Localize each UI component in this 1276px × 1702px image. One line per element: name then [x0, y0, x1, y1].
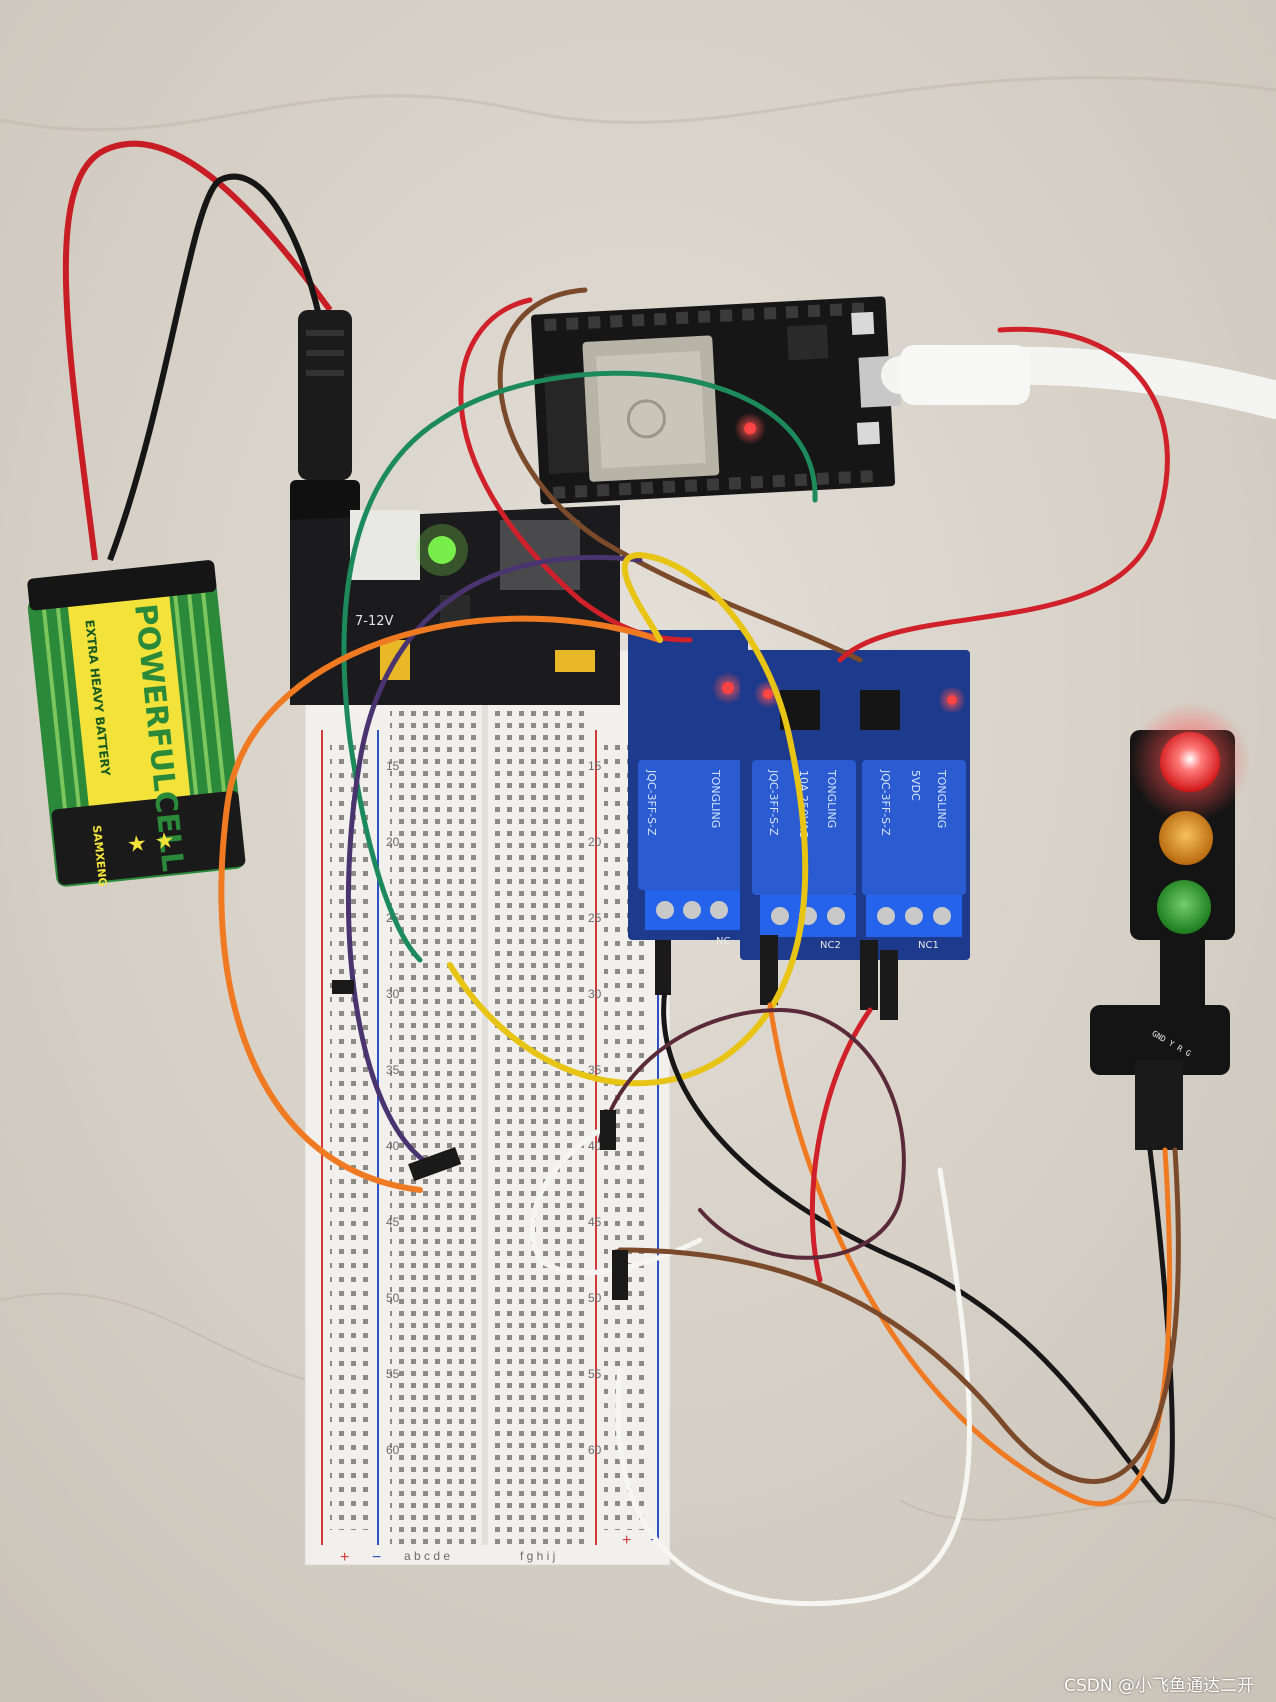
relay-1-brand: TONGLING — [709, 769, 722, 828]
rail-plus-left: + — [340, 1549, 349, 1566]
header-pin — [750, 475, 764, 489]
header-pin — [741, 308, 755, 321]
row-number: 30 — [386, 987, 400, 1001]
header-pin — [596, 483, 610, 497]
row-number: 20 — [588, 835, 602, 849]
row-number: 40 — [588, 1139, 602, 1153]
power-supply-module: 7-12V — [290, 505, 620, 705]
header-pin — [675, 311, 689, 325]
relay-1-nc-label: NC — [716, 936, 730, 947]
relay-3-voltage: 5VDC — [909, 770, 922, 801]
traffic-light-module: GND Y R G — [1090, 702, 1250, 1150]
en-button[interactable] — [856, 421, 881, 445]
row-number: 50 — [386, 1291, 400, 1305]
boot-button[interactable] — [851, 311, 875, 336]
row-number: 15 — [386, 759, 400, 773]
row-number: 25 — [588, 911, 602, 925]
header-pin — [544, 318, 557, 332]
battery-black-wire — [107, 173, 323, 562]
header-pin — [697, 310, 711, 324]
relay-1-model: JQC-3FF-S-Z — [645, 769, 658, 836]
header-pin — [816, 472, 830, 486]
relay-module-dual: TONGLING 10A 250VAC JQC-3FF-S-Z TONGLING… — [740, 650, 970, 960]
header-pin — [684, 479, 698, 492]
rail-minus-left: − — [372, 1549, 381, 1566]
header-pin — [653, 312, 667, 326]
header-pin — [719, 309, 733, 322]
row-numbers-right: 15 20 25 30 35 40 45 50 55 60 — [588, 759, 602, 1457]
relay-2-brand: TONGLING — [825, 769, 838, 828]
green-light-icon — [1157, 880, 1211, 934]
row-number: 20 — [386, 835, 400, 849]
battery-9v: POWERFULCELL EXTRA HEAVY BATTERY SAMXENG… — [27, 560, 246, 888]
row-number: 55 — [588, 1367, 602, 1381]
header-pin — [794, 473, 808, 487]
relay-module-single: TONGLING JQC-3FF-S-Z NC — [628, 630, 748, 947]
row-number: 45 — [588, 1215, 602, 1229]
battery-red-wire — [62, 140, 333, 561]
header-pin — [851, 302, 865, 315]
esp32-pin-header-bottom — [552, 470, 874, 499]
header-pin — [587, 316, 601, 329]
battery-star-1: ★ — [126, 830, 148, 857]
relay-3-brand: TONGLING — [935, 769, 948, 828]
header-pin — [860, 470, 874, 483]
battery-star-2: ★ — [154, 827, 176, 854]
header-pin — [640, 481, 654, 495]
battery-maker: SAMXENG — [90, 825, 109, 888]
power-voltage-label: 7-12V — [355, 614, 394, 629]
row-number: 35 — [386, 1063, 400, 1077]
header-pin — [728, 477, 742, 490]
row-number: 35 — [588, 1063, 602, 1077]
row-number: 60 — [386, 1443, 400, 1457]
header-pin — [785, 305, 799, 319]
row-number: 55 — [386, 1367, 400, 1381]
relay-nc1-label: NC1 — [918, 940, 939, 951]
row-number: 40 — [386, 1139, 400, 1153]
row-number: 30 — [588, 987, 602, 1001]
breadboard: + − a b c d e f g h i j + − 152025303540… — [304, 649, 671, 1566]
row-number: 15 — [588, 759, 602, 773]
header-pin — [574, 485, 588, 498]
row-number: 60 — [588, 1443, 602, 1457]
rail-plus-right: + — [622, 1532, 631, 1549]
header-pin — [662, 480, 676, 494]
header-pin — [566, 317, 579, 330]
header-pin — [618, 482, 632, 496]
header-pin — [807, 304, 821, 318]
header-pin — [631, 313, 645, 327]
relay-3-model: JQC-3FF-S-Z — [879, 769, 892, 836]
csdn-watermark: CSDN @小飞鱼通达二开 — [1064, 1676, 1254, 1696]
columns-right-label: f g h i j — [520, 1549, 555, 1563]
relay-2-model: JQC-3FF-S-Z — [767, 769, 780, 836]
header-pin — [552, 486, 566, 499]
header-pin — [763, 306, 777, 320]
header-pin — [609, 315, 623, 328]
esp32-dev-board — [531, 296, 902, 505]
relay-nc2-label: NC2 — [820, 940, 841, 951]
row-number: 45 — [386, 1215, 400, 1229]
row-number: 50 — [588, 1291, 602, 1305]
columns-left-label: a b c d e — [404, 1549, 450, 1563]
yellow-light-icon — [1159, 811, 1213, 865]
esp32-pin-header-top — [544, 302, 865, 332]
header-pin — [829, 303, 843, 317]
jumper-wires — [218, 287, 1181, 1607]
power-led-icon — [428, 536, 456, 564]
header-pin — [772, 474, 786, 488]
header-pin — [838, 471, 852, 484]
header-pin — [706, 478, 720, 491]
